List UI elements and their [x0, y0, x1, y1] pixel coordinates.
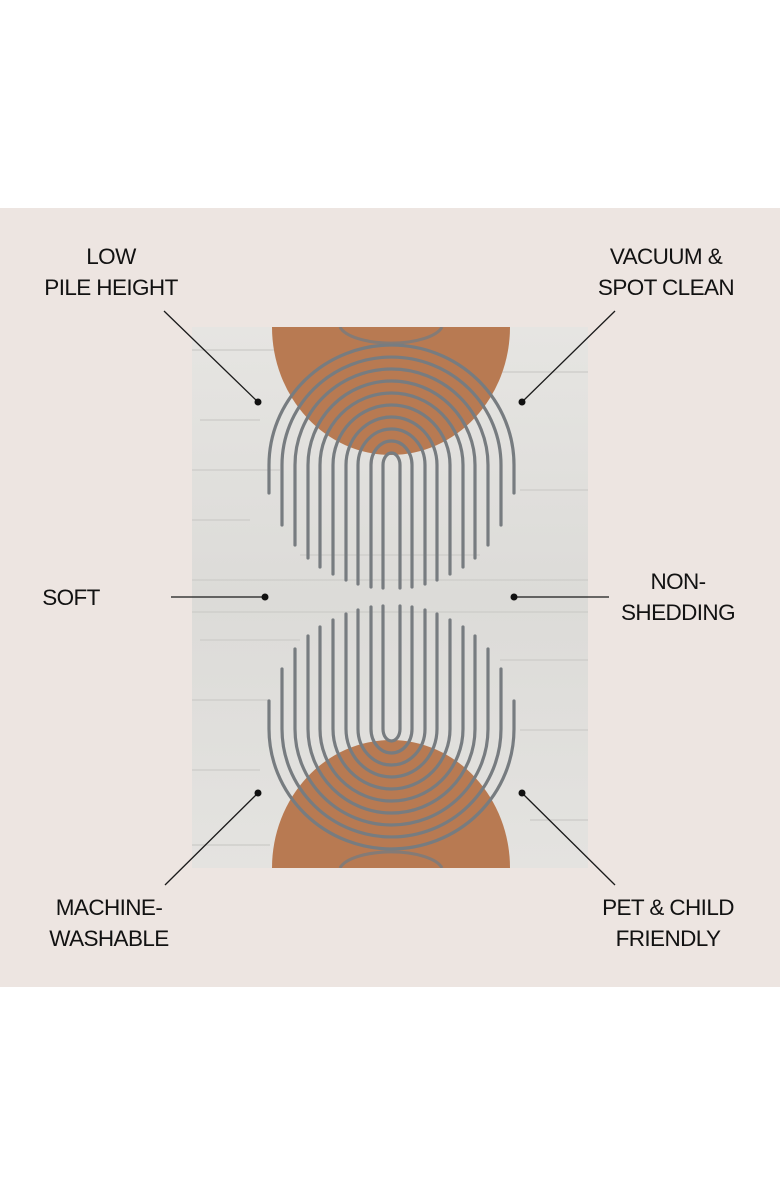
feature-label-low-pile-height: LOW PILE HEIGHT: [44, 244, 178, 300]
feature-label-non-shedding: NON- SHEDDING: [621, 569, 736, 625]
leader-vacuum-spot-clean: [518, 310, 616, 406]
leader-non-shedding: [510, 593, 609, 601]
leader-pet-child-friendly: [518, 789, 616, 886]
feature-label-soft: SOFT: [42, 585, 100, 610]
leader-machine-washable: [164, 789, 262, 886]
feature-label-pet-child-friendly: PET & CHILD FRIENDLY: [602, 895, 734, 951]
top-arch-lines: [267, 343, 516, 590]
feature-label-vacuum-spot-clean: VACUUM & SPOT CLEAN: [597, 244, 735, 300]
feature-label-machine-washable: MACHINE- WASHABLE: [49, 895, 169, 951]
leader-low-pile-height: [163, 310, 262, 406]
bottom-arch-lines: [267, 604, 516, 851]
leader-soft: [171, 593, 269, 601]
